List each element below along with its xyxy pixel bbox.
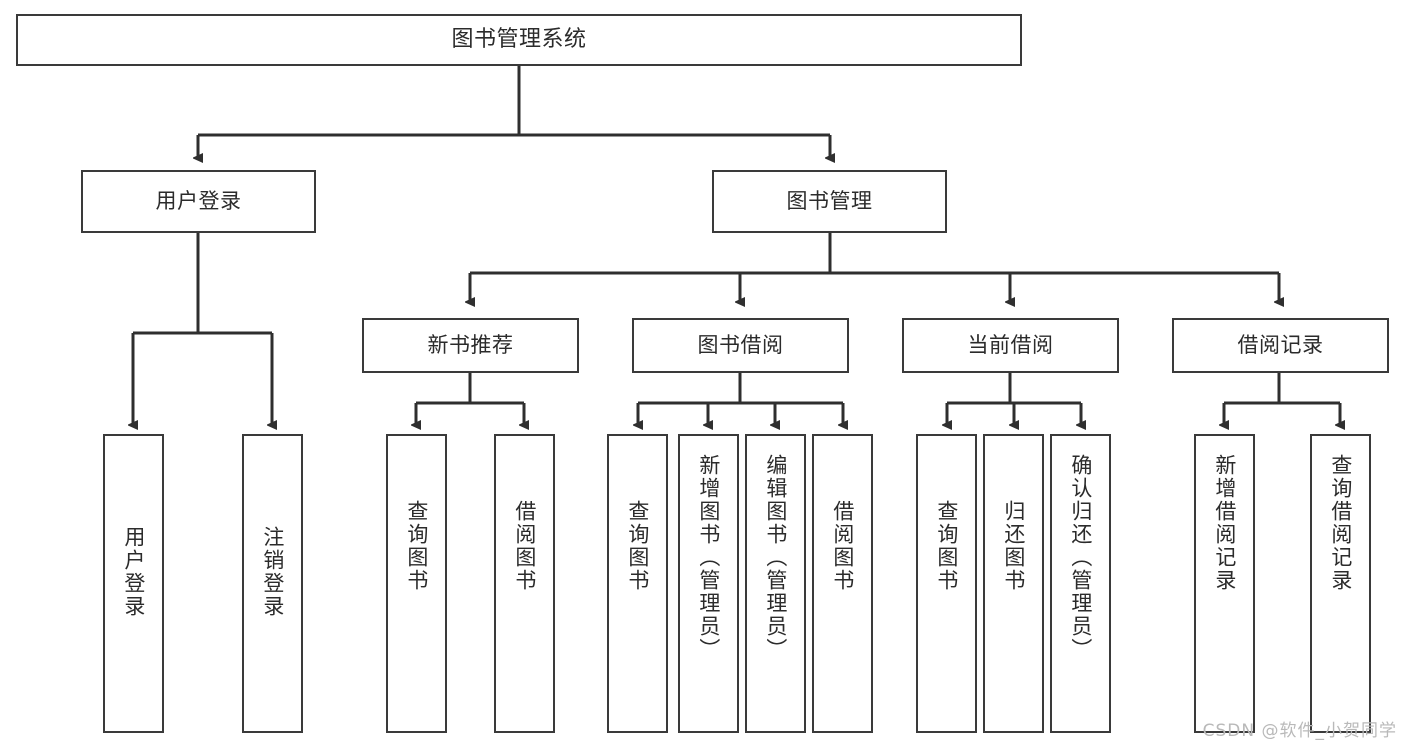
node-root[interactable]: 图书管理系统: [16, 14, 1022, 66]
leaf-query-book-newbook[interactable]: 查询图书: [386, 434, 447, 733]
node-label: 查询图书: [934, 500, 959, 592]
node-label: 用户登录: [155, 188, 242, 213]
leaf-query-borrow-record[interactable]: 查询借阅记录: [1310, 434, 1371, 733]
node-label: 确认归还（管理员）: [1068, 454, 1093, 661]
leaf-logout[interactable]: 注销登录: [242, 434, 303, 733]
watermark: CSDN @软件_小贺同学: [1202, 721, 1397, 741]
node-new-book-recommend[interactable]: 新书推荐: [362, 318, 579, 373]
node-label: 当前借阅: [967, 332, 1054, 357]
leaf-edit-book-admin[interactable]: 编辑图书（管理员）: [745, 434, 806, 733]
node-label: 借阅记录: [1237, 332, 1324, 357]
node-label: 查询图书: [625, 500, 650, 592]
leaf-query-book-current[interactable]: 查询图书: [916, 434, 977, 733]
node-label: 查询图书: [404, 500, 429, 592]
node-label: 新增图书（管理员）: [696, 454, 721, 661]
node-label: 归还图书: [1001, 500, 1026, 592]
leaf-add-borrow-record[interactable]: 新增借阅记录: [1194, 434, 1255, 733]
leaf-return-book[interactable]: 归还图书: [983, 434, 1044, 733]
node-label: 图书管理: [786, 188, 873, 213]
leaf-add-book-admin[interactable]: 新增图书（管理员）: [678, 434, 739, 733]
leaf-borrow-book-newbook[interactable]: 借阅图书: [494, 434, 555, 733]
node-label: 查询借阅记录: [1328, 454, 1353, 592]
node-user-login[interactable]: 用户登录: [81, 170, 316, 233]
node-book-management[interactable]: 图书管理: [712, 170, 947, 233]
node-label: 编辑图书（管理员）: [763, 454, 788, 661]
node-label: 图书借阅: [697, 332, 784, 357]
node-label: 注销登录: [260, 526, 285, 618]
node-label: 新书推荐: [427, 332, 514, 357]
leaf-borrow-book[interactable]: 借阅图书: [812, 434, 873, 733]
node-label: 借阅图书: [830, 500, 855, 592]
leaf-user-login[interactable]: 用户登录: [103, 434, 164, 733]
node-label: 用户登录: [121, 526, 146, 618]
node-book-borrow[interactable]: 图书借阅: [632, 318, 849, 373]
node-label: 借阅图书: [512, 500, 537, 592]
leaf-query-book-borrow[interactable]: 查询图书: [607, 434, 668, 733]
leaf-confirm-return-admin[interactable]: 确认归还（管理员）: [1050, 434, 1111, 733]
node-current-borrow[interactable]: 当前借阅: [902, 318, 1119, 373]
node-label: 新增借阅记录: [1212, 454, 1237, 592]
node-label: 图书管理系统: [451, 26, 587, 52]
node-borrow-record[interactable]: 借阅记录: [1172, 318, 1389, 373]
